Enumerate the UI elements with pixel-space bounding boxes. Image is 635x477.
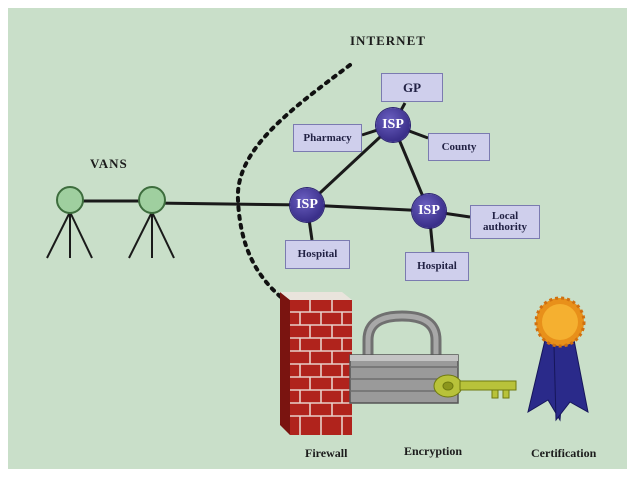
county-box: County	[428, 133, 490, 161]
certification-label: Certification	[531, 446, 597, 460]
firewall-icon	[280, 292, 352, 435]
vans-label: VANS	[90, 156, 128, 171]
isp-node-top: ISP	[376, 108, 410, 142]
key-icon	[433, 374, 517, 399]
encryption-label: Encryption	[404, 444, 463, 458]
hospital-box-left: Hospital	[285, 240, 350, 269]
gp-box: GP	[381, 73, 443, 102]
van-node-icon	[128, 186, 175, 259]
van-node-icon	[46, 186, 93, 259]
isp-node-left: ISP	[290, 188, 324, 222]
isp-node-right: ISP	[412, 194, 446, 228]
local-authority-box: Local authority	[470, 205, 540, 239]
pharmacy-box: Pharmacy	[293, 124, 362, 152]
link-isp-left-isp-right	[306, 203, 430, 213]
link-van-isp-left	[151, 201, 308, 207]
firewall-label: Firewall	[305, 446, 348, 460]
internet-boundary	[235, 63, 352, 300]
hospital-box-right: Hospital	[405, 252, 469, 281]
certification-rosette-icon	[527, 296, 589, 422]
network-links	[70, 102, 471, 253]
internet-label: INTERNET	[350, 33, 426, 48]
link-isp-left-isp-top	[305, 123, 395, 207]
